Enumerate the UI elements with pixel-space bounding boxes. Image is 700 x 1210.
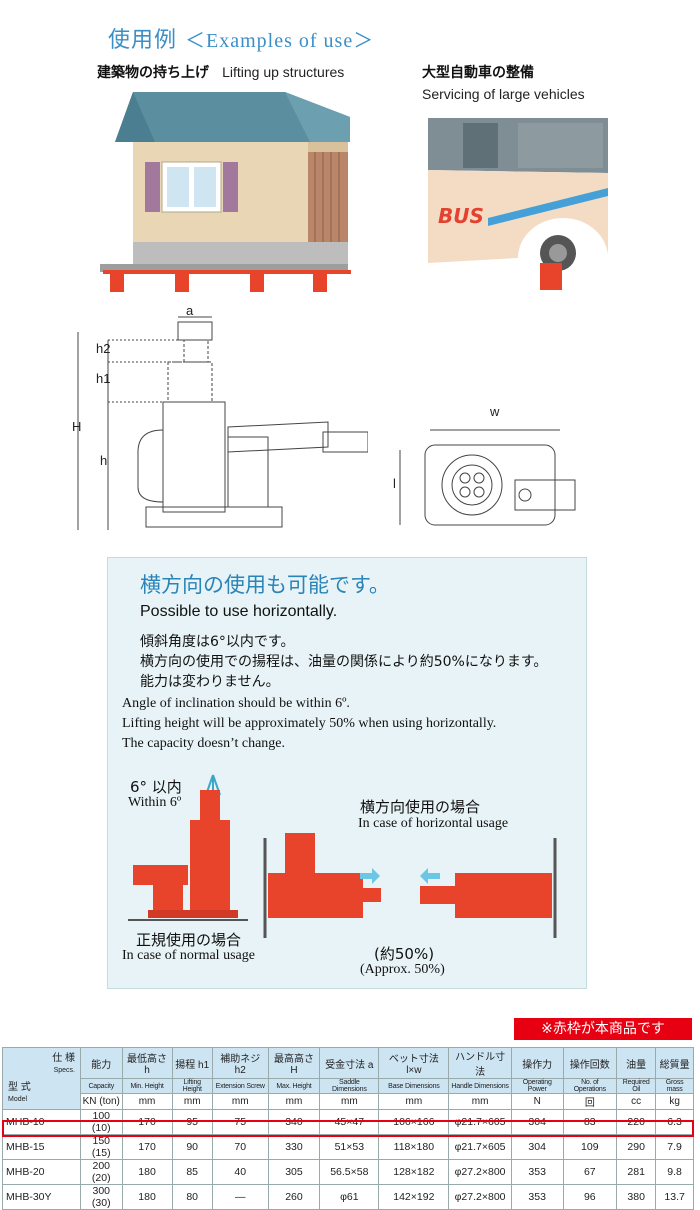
- col-header: 総質量: [655, 1047, 694, 1079]
- page-title: 使用例 ＜Examples of use＞: [108, 28, 375, 53]
- jack-normal-usage-illustration: [128, 774, 248, 921]
- col-unit: kg: [655, 1093, 694, 1110]
- horizontal-usage-label-jp: 横方向使用の場合: [360, 798, 481, 816]
- bus-illustration: BUS: [428, 118, 608, 290]
- col-unit: 回: [562, 1093, 618, 1110]
- col-header-en: Saddle Dimensions: [319, 1078, 380, 1094]
- col-unit: mm: [267, 1093, 321, 1110]
- col-header-en: Gross mass: [655, 1078, 694, 1094]
- dimension-label-w: w: [490, 404, 500, 419]
- normal-usage-label-en: In case of normal usage: [122, 948, 255, 963]
- col-header: 最高高さ H: [267, 1047, 321, 1079]
- horizontal-note-en-2: Lifting height will be approximately 50%…: [122, 716, 497, 731]
- dimension-label-h2: h2: [96, 341, 111, 356]
- col-header-en: Handle Dimensions: [448, 1078, 512, 1094]
- dimension-label-h1: h1: [96, 371, 111, 386]
- col-header: 操作力: [510, 1047, 564, 1079]
- product-highlight-badge: ※赤枠が本商品です: [514, 1018, 692, 1040]
- col-header: 補助ネジ h2: [211, 1047, 269, 1079]
- col-unit: KN (ton): [80, 1093, 123, 1110]
- col-unit: mm: [211, 1093, 269, 1110]
- col-header: 受金寸法 a: [319, 1047, 380, 1079]
- example-caption-vehicles-jp: 大型自動車の整備: [422, 65, 534, 81]
- dimension-label-l: l: [393, 476, 396, 491]
- example-caption-vehicles-en: Servicing of large vehicles: [422, 86, 585, 102]
- col-header: 油量: [616, 1047, 657, 1079]
- col-header: 操作回数: [562, 1047, 618, 1079]
- col-unit: cc: [616, 1093, 657, 1110]
- dimension-label-H: H: [72, 419, 82, 434]
- bus-label: BUS: [438, 204, 484, 228]
- example-caption-structures: 建築物の持ち上げ Lifting up structures: [97, 64, 345, 81]
- horizontal-heading: 横方向の使用も可能です。: [140, 573, 390, 597]
- col-unit: mm: [448, 1093, 512, 1110]
- col-header-en: Max. Height: [267, 1078, 321, 1094]
- horizontal-note-jp-1: 傾斜角度は6°以内です。: [140, 634, 295, 650]
- col-header: ハンドル寸法: [448, 1047, 512, 1079]
- col-header-en: Required Oil: [616, 1078, 657, 1094]
- col-unit: mm: [171, 1093, 213, 1110]
- col-unit: N: [510, 1093, 564, 1110]
- col-header-en: No. of Operations: [562, 1078, 618, 1094]
- dimension-label-h: h: [100, 453, 108, 468]
- jack-top-view-drawing: [399, 429, 576, 526]
- col-header: 最低高さ h: [121, 1047, 173, 1079]
- col-unit: mm: [319, 1093, 380, 1110]
- col-header-en: Lifting Height: [171, 1078, 213, 1094]
- col-header-en: Capacity: [80, 1078, 123, 1094]
- horizontal-usage-label-en: In case of horizontal usage: [358, 816, 509, 831]
- angle-label-en: Within 6º: [128, 795, 182, 810]
- jack-side-view-drawing: [77, 316, 368, 530]
- dimension-label-a: a: [186, 303, 194, 318]
- jack-horizontal-usage-illustration: [263, 833, 557, 938]
- col-header: 揚程 h1: [171, 1047, 213, 1079]
- col-header-en: Operating Power: [510, 1078, 564, 1094]
- col-header: ベット寸法 l×w: [378, 1047, 450, 1079]
- horizontal-note-en-1: Angle of inclination should be within 6º…: [122, 696, 350, 711]
- normal-usage-label-jp: 正規使用の場合: [136, 931, 242, 949]
- col-header: 能力: [80, 1047, 123, 1079]
- col-unit: mm: [121, 1093, 173, 1110]
- horizontal-note-jp-2: 横方向の使用での揚程は、油量の関係により約50%になります。: [140, 654, 548, 670]
- angle-label-jp: 6° 以内: [130, 778, 182, 796]
- col-unit: mm: [378, 1093, 450, 1110]
- selected-product-highlight: [2, 1120, 694, 1137]
- house-illustration: [100, 92, 351, 292]
- approx-label-jp: (約50%): [374, 945, 435, 963]
- horizontal-note-en-3: The capacity doesn’t change.: [122, 736, 286, 751]
- horizontal-heading-en: Possible to use horizontally.: [140, 603, 338, 620]
- col-header-en: Min. Height: [121, 1078, 173, 1094]
- horizontal-note-jp-3: 能力は変わりません。: [140, 674, 280, 690]
- col-header-en: Extension Screw: [211, 1078, 269, 1094]
- col-header-en: Base Dimensions: [378, 1078, 450, 1094]
- approx-label-en: (Approx. 50%): [360, 962, 445, 977]
